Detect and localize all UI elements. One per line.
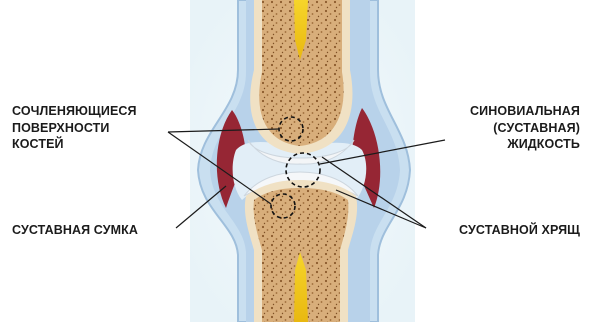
label-articulating-surfaces-line-1: СОЧЛЕНЯЮЩИЕСЯ: [12, 103, 137, 120]
label-joint-capsule-text: СУСТАВНАЯ СУМКА: [12, 222, 138, 239]
label-synovial-fluid: СИНОВИАЛЬНАЯ (СУСТАВНАЯ) ЖИДКОСТЬ: [470, 103, 580, 153]
label-articular-cartilage-text: СУСТАВНОЙ ХРЯЩ: [459, 222, 580, 239]
label-articulating-surfaces-line-2: ПОВЕРХНОСТИ: [12, 120, 137, 137]
label-articulating-surfaces: СОЧЛЕНЯЮЩИЕСЯ ПОВЕРХНОСТИ КОСТЕЙ: [12, 103, 137, 153]
label-synovial-fluid-line-2: (СУСТАВНАЯ): [470, 120, 580, 137]
upper-bone: [250, 0, 352, 154]
lower-bone: [245, 180, 357, 322]
label-articular-cartilage: СУСТАВНОЙ ХРЯЩ: [459, 222, 580, 239]
label-synovial-fluid-line-1: СИНОВИАЛЬНАЯ: [470, 103, 580, 120]
label-articulating-surfaces-line-3: КОСТЕЙ: [12, 136, 137, 153]
label-joint-capsule: СУСТАВНАЯ СУМКА: [12, 222, 138, 239]
label-synovial-fluid-line-3: ЖИДКОСТЬ: [470, 136, 580, 153]
